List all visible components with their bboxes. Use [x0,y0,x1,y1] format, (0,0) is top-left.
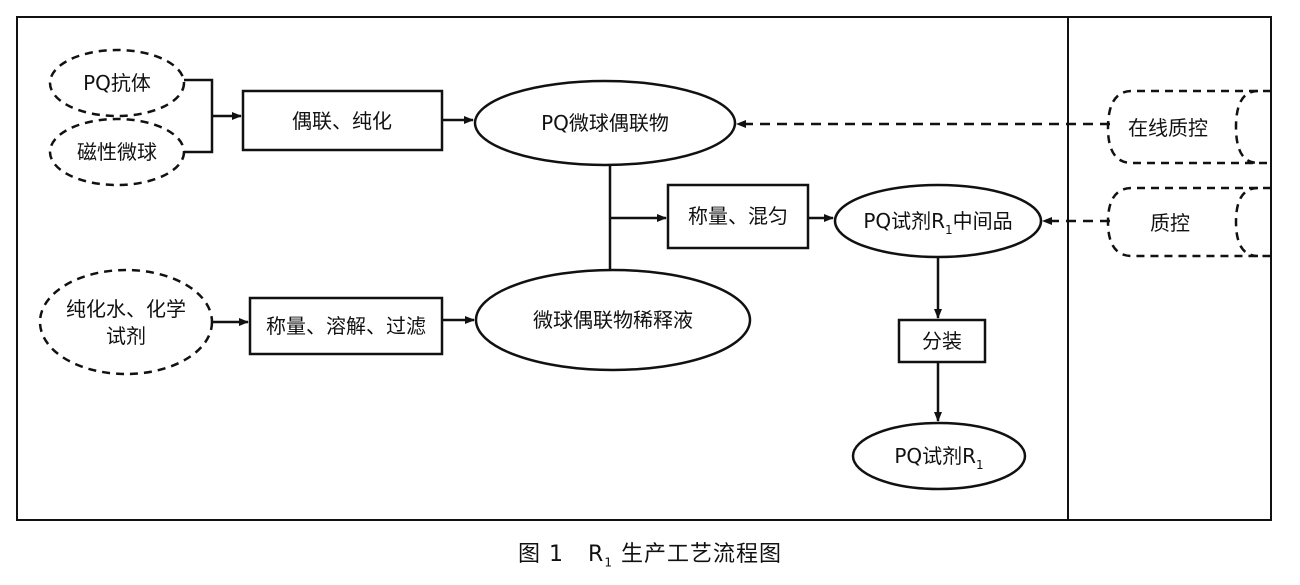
product-pq-conjugate: PQ微球偶联物 [473,79,737,167]
svg-text:PQ抗体: PQ抗体 [83,71,151,95]
svg-text:偶联、纯化: 偶联、纯化 [292,109,392,133]
qc-label: 质控 [1150,211,1190,235]
qc-shape [1106,186,1271,258]
process-couple-purify: 偶联、纯化 [241,89,444,152]
qc-online-label: 在线质控 [1128,116,1208,140]
process-flow-diagram: PQ抗体 磁性微球 纯化水、化学 试剂 偶联、纯化 称量、溶解、过滤 称量、混匀… [16,16,1272,521]
svg-text:称量、混匀: 称量、混匀 [688,204,788,228]
svg-text:PQ试剂R1: PQ试剂R1 [894,444,983,472]
qc-online-shape [1106,89,1271,165]
svg-text:微球偶联物稀释液: 微球偶联物稀释液 [533,308,693,332]
svg-text:纯化水、化学: 纯化水、化学 [66,297,186,321]
svg-text:试剂: 试剂 [106,324,146,348]
input-merge-bracket [184,78,214,154]
product-final: PQ试剂R1 [851,421,1027,491]
svg-text:磁性微球: 磁性微球 [77,140,157,164]
process-weigh-dissolve-filter: 称量、溶解、过滤 [248,296,444,356]
input-water-reagents: 纯化水、化学 试剂 [38,268,214,376]
svg-text:PQ试剂R1中间品: PQ试剂R1中间品 [863,209,1012,237]
product-diluent: 微球偶联物稀释液 [474,268,752,372]
input-magnetic-microsphere: 磁性微球 [48,117,186,187]
svg-text:PQ微球偶联物: PQ微球偶联物 [541,111,669,135]
process-dispense: 分装 [897,318,987,364]
figure-caption: 图 1 R1 生产工艺流程图 [518,542,782,570]
process-weigh-mix: 称量、混匀 [666,183,810,250]
svg-text:分装: 分装 [922,329,962,353]
svg-text:称量、溶解、过滤: 称量、溶解、过滤 [266,314,426,338]
product-intermediate: PQ试剂R1中间品 [833,183,1043,259]
diagram-frame [16,16,1272,521]
input-pq-antibody: PQ抗体 [48,48,186,118]
